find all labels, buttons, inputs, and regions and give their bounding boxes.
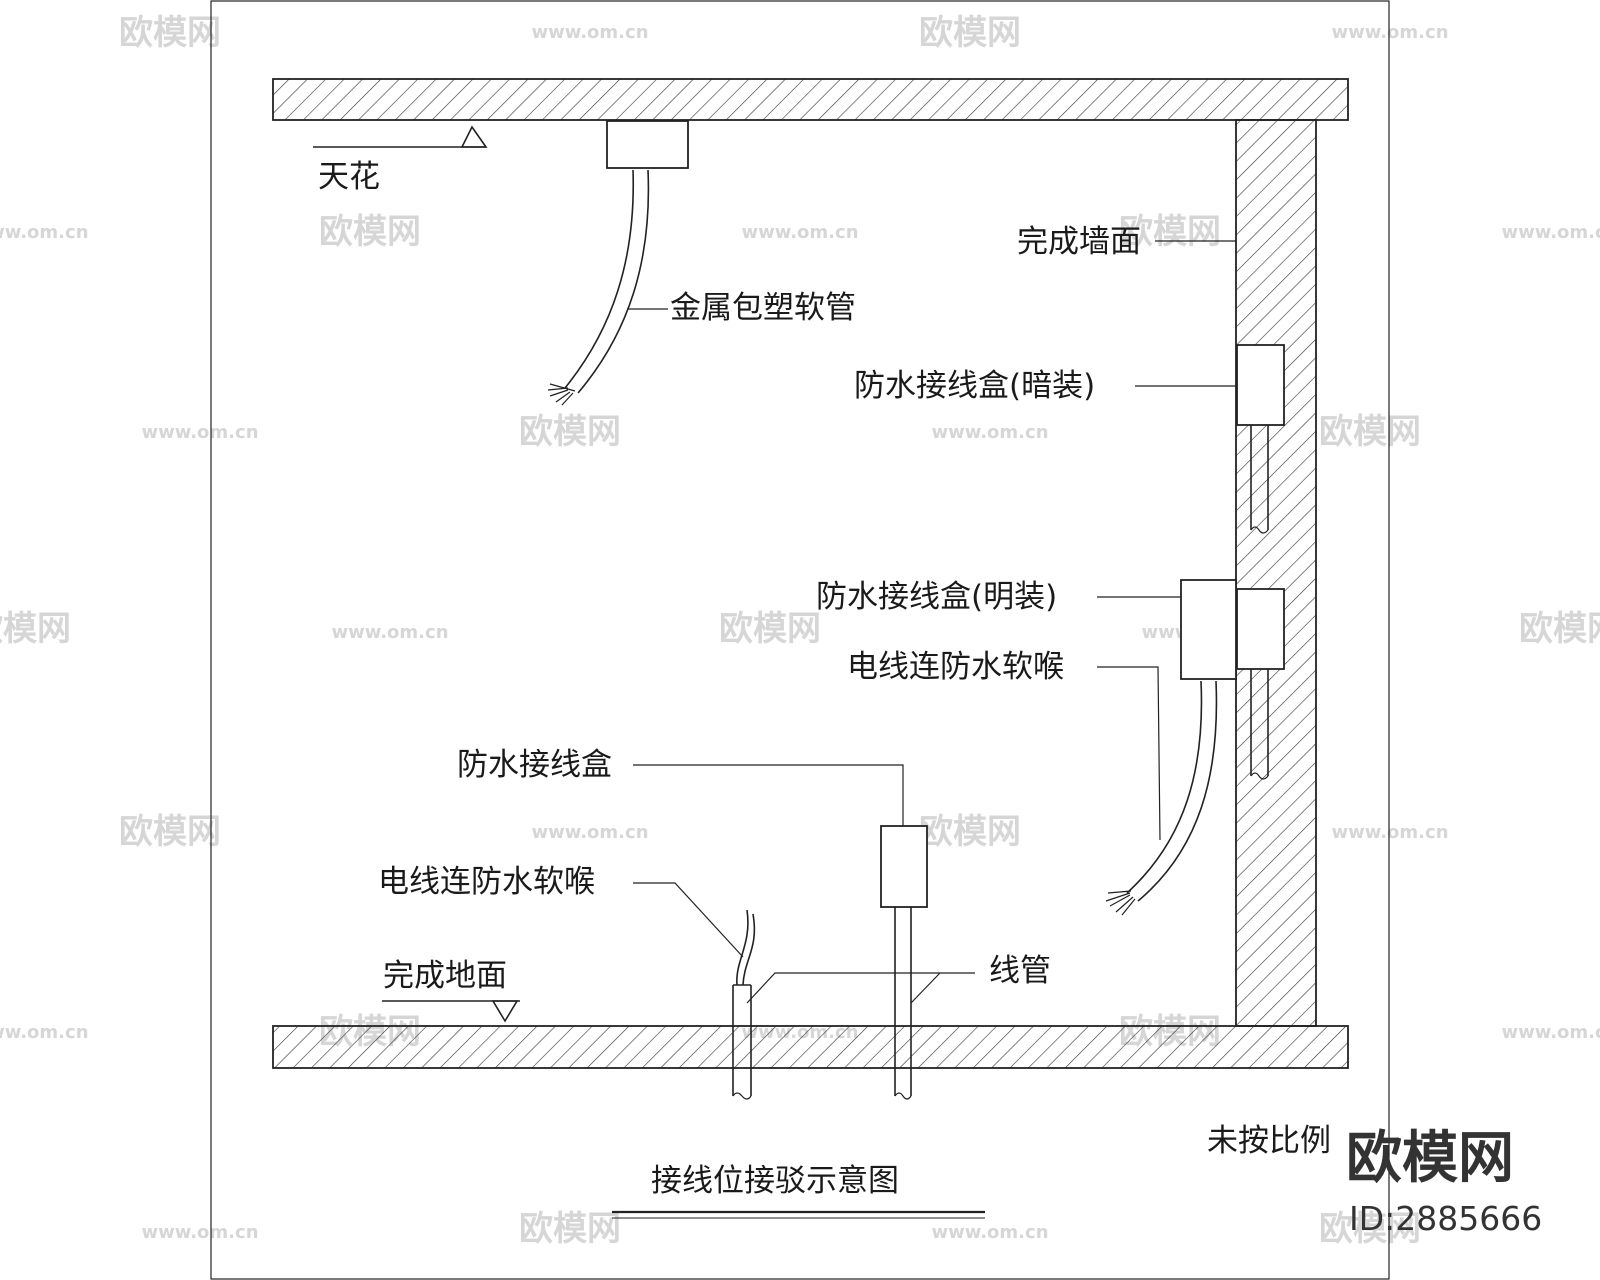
diagram-title: 接线位接驳示意图 [651,1163,899,1199]
leader-wire-sleeve-left [633,882,744,958]
watermark-logo: 欧模网 [1519,609,1600,649]
wire-sleeve-right-label: 电线连防水软喉 [847,649,1064,685]
leader-conduit [746,972,975,1004]
floor-junction-box [880,825,928,908]
watermark-logo: 欧模网 [519,412,621,452]
ceiling-label: 天花 [318,159,380,195]
watermark-logo: 欧模网 [919,13,1021,53]
surface-box-backing [1236,588,1285,670]
watermark-logo: 欧模网 [1319,1209,1421,1249]
waterproof-flex-sleeve-left [732,909,756,1100]
watermark-url: www.om.cn [931,422,1048,443]
watermark-url: www.om.cn [531,22,648,43]
ceiling-junction-box [606,120,689,169]
watermark-logo: 欧模网 [319,212,421,252]
box-floor-label: 防水接线盒 [457,747,612,783]
watermark-logo: 欧模网 [119,13,221,53]
watermark-url: www.om.cn [741,222,858,243]
box-surface-label: 防水接线盒(明装) [816,579,1057,615]
watermark-url: www.om.cn [1331,822,1448,843]
wall-section [1235,119,1317,1027]
leader-box-floor [633,764,904,826]
not-to-scale-label: 未按比例 [1207,1123,1331,1159]
concealed-junction-box [1236,344,1285,426]
watermark-url: www.om.cn [0,1022,89,1043]
finished-wall-label: 完成墙面 [1017,224,1141,260]
watermark-logo: 欧模网 [1319,412,1421,452]
box-concealed-label: 防水接线盒(暗装) [854,368,1095,404]
watermark-url: www.om.cn [0,222,89,243]
watermark-logo: 欧模网 [719,609,821,649]
surface-junction-box [1180,579,1237,680]
wire-sleeve-left-label: 电线连防水软喉 [378,864,595,900]
watermark-url: www.om.cn [931,1222,1048,1243]
watermark-url: www.om.cn [531,822,648,843]
waterproof-flex-sleeve-right [1105,680,1218,916]
model-id-text: ID:2885666 [1349,1199,1542,1238]
ceiling-slab [272,78,1349,121]
watermark-url: www.om.cn [141,422,258,443]
watermark-url: www.om.cn [1501,222,1600,243]
watermark-logo: 欧模网 [119,812,221,852]
floor-box-conduit [894,907,912,1100]
watermark-logo: 欧模网 [0,609,71,649]
watermark-url: www.om.cn [1331,22,1448,43]
drawing-frame [210,0,1390,1280]
floor-level-marker [382,1000,520,1023]
metal-flexible-conduit [547,169,650,406]
watermark-url: www.om.cn [331,622,448,643]
watermark-logo: 欧模网 [919,812,1021,852]
conduit-label: 线管 [989,953,1051,989]
floor-slab [272,1025,1349,1069]
watermark-logo: 欧模网 [519,1209,621,1249]
concealed-box-conduit [1250,425,1269,534]
watermark-logo: 欧模网 [1119,212,1221,252]
brand-logo-text: 欧模网 [1346,1126,1514,1191]
metal-conduit-label: 金属包塑软管 [670,290,856,326]
surface-box-conduit [1250,669,1269,780]
watermark-url: www.om.cn [1501,1022,1600,1043]
ceiling-level-marker [313,125,488,148]
watermark-url: www.om.cn [141,1222,258,1243]
finished-floor-label: 完成地面 [383,958,507,994]
leader-wire-sleeve-right [1097,666,1161,841]
